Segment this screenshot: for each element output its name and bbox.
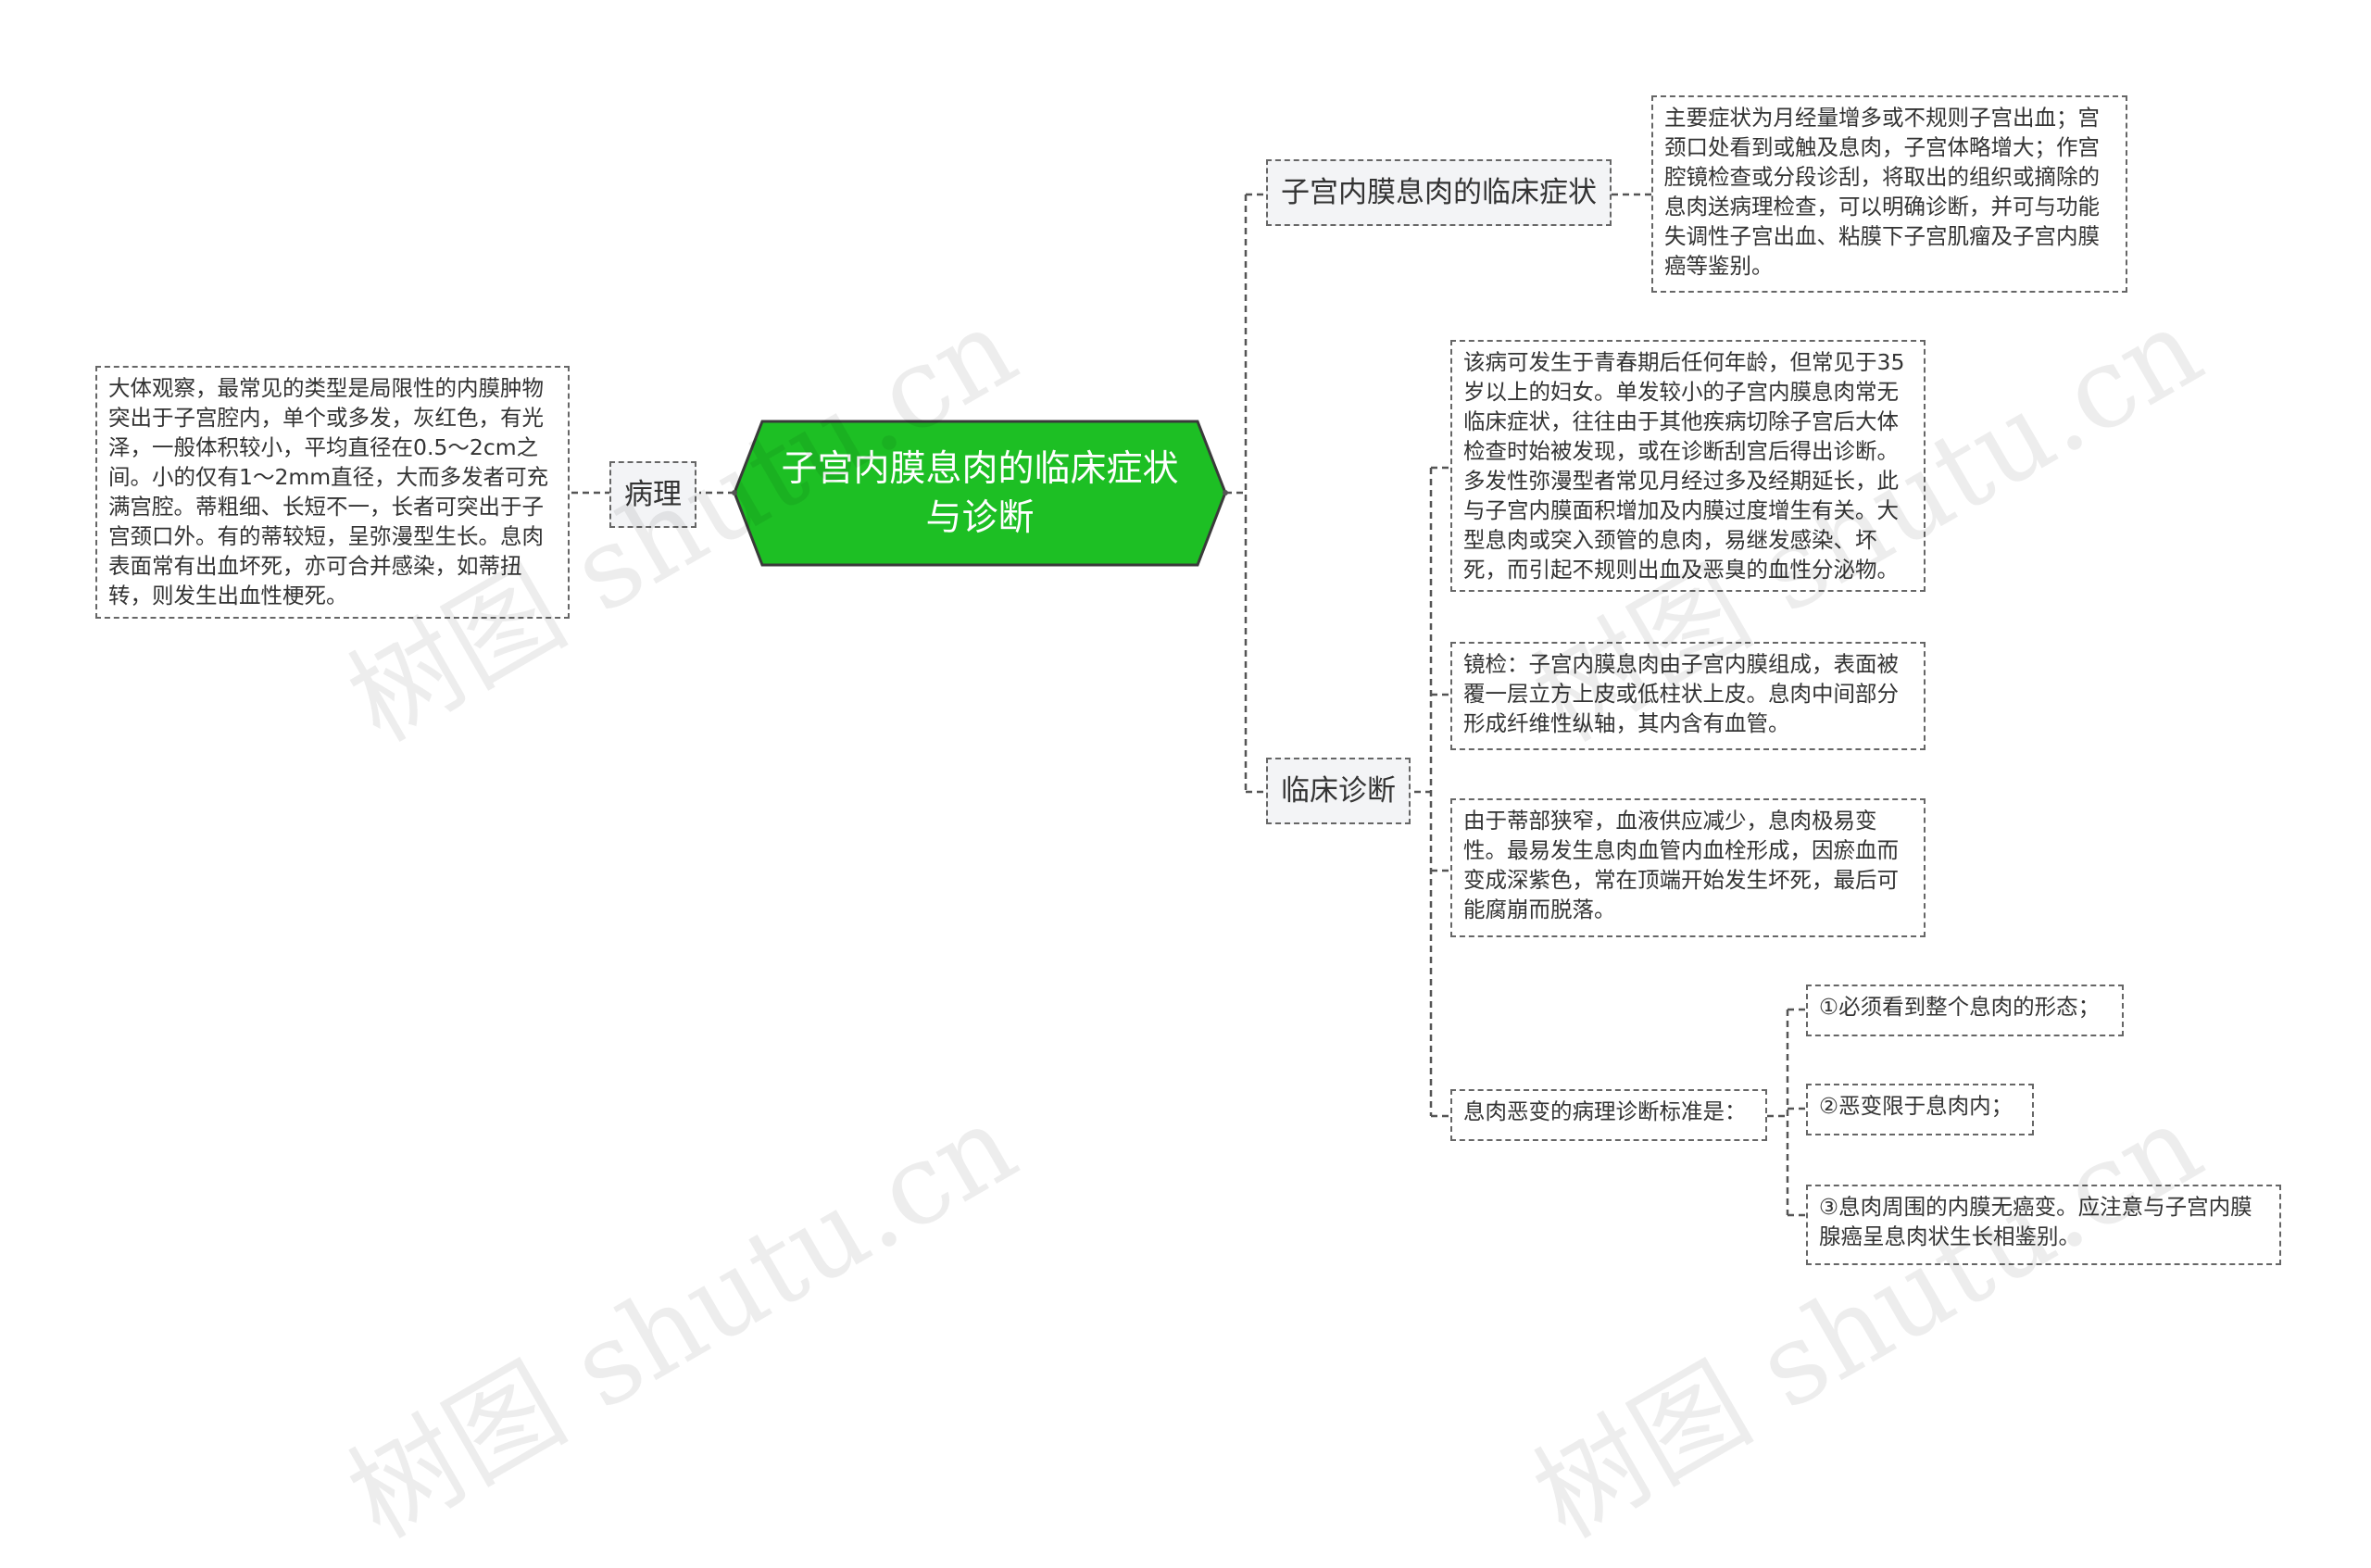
diagnosis-item-2-text: 镜检：子宫内膜息肉由子宫内膜组成，表面被覆一层立方上皮或低柱状上皮。息肉中间部分… xyxy=(1463,651,1899,736)
criteria-item-2-text: ②恶变限于息肉内； xyxy=(1819,1093,2013,1119)
pathology-detail-text: 大体观察，最常见的类型是局限性的内膜肿物突出于子宫腔内，单个或多发，灰红色，有光… xyxy=(108,375,549,608)
symptoms-detail[interactable]: 主要症状为月经量增多或不规则子宫出血；宫颈口处看到或触及息肉，子宫体略增大；作宫… xyxy=(1651,95,2127,293)
diagnosis-item-2[interactable]: 镜检：子宫内膜息肉由子宫内膜组成，表面被覆一层立方上皮或低柱状上皮。息肉中间部分… xyxy=(1450,642,1926,750)
criteria-node[interactable]: 息肉恶变的病理诊断标准是： xyxy=(1450,1089,1767,1141)
topic-diagnosis-label: 临床诊断 xyxy=(1281,774,1396,808)
diagnosis-item-3[interactable]: 由于蒂部狭窄，血液供应减少，息肉极易变性。最易发生息肉血管内血栓形成，因瘀血而变… xyxy=(1450,798,1926,937)
criteria-item-3-text: ③息肉周围的内膜无癌变。应注意与子宫内膜腺癌呈息肉状生长相鉴别。 xyxy=(1819,1194,2252,1249)
criteria-item-1[interactable]: ①必须看到整个息肉的形态； xyxy=(1806,985,2124,1036)
topic-pathology-label: 病理 xyxy=(624,478,682,511)
symptoms-detail-text: 主要症状为月经量增多或不规则子宫出血；宫颈口处看到或触及息肉，子宫体略增大；作宫… xyxy=(1664,105,2100,279)
criteria-item-2[interactable]: ②恶变限于息肉内； xyxy=(1806,1084,2034,1135)
diagnosis-item-1[interactable]: 该病可发生于青春期后任何年龄，但常见于35岁以上的妇女。单发较小的子宫内膜息肉常… xyxy=(1450,340,1926,592)
criteria-label: 息肉恶变的病理诊断标准是： xyxy=(1463,1098,1747,1124)
topic-diagnosis[interactable]: 临床诊断 xyxy=(1266,758,1411,824)
criteria-item-1-text: ①必须看到整个息肉的形态； xyxy=(1819,994,2101,1020)
diagnosis-item-1-text: 该病可发生于青春期后任何年龄，但常见于35岁以上的妇女。单发较小的子宫内膜息肉常… xyxy=(1463,349,1905,583)
topic-symptoms-label: 子宫内膜息肉的临床症状 xyxy=(1281,176,1597,209)
diagnosis-item-3-text: 由于蒂部狭窄，血液供应减少，息肉极易变性。最易发生息肉血管内血栓形成，因瘀血而变… xyxy=(1463,808,1899,922)
root-title: 子宫内膜息肉的临床症状与诊断 xyxy=(781,447,1179,539)
connector-lines xyxy=(569,193,1806,1217)
criteria-item-3[interactable]: ③息肉周围的内膜无癌变。应注意与子宫内膜腺癌呈息肉状生长相鉴别。 xyxy=(1806,1185,2281,1265)
root-topic[interactable]: 子宫内膜息肉的临床症状与诊断 xyxy=(734,421,1225,565)
topic-symptoms[interactable]: 子宫内膜息肉的临床症状 xyxy=(1266,159,1612,226)
topic-pathology[interactable]: 病理 xyxy=(609,461,696,528)
pathology-detail[interactable]: 大体观察，最常见的类型是局限性的内膜肿物突出于子宫腔内，单个或多发，灰红色，有光… xyxy=(95,366,570,619)
